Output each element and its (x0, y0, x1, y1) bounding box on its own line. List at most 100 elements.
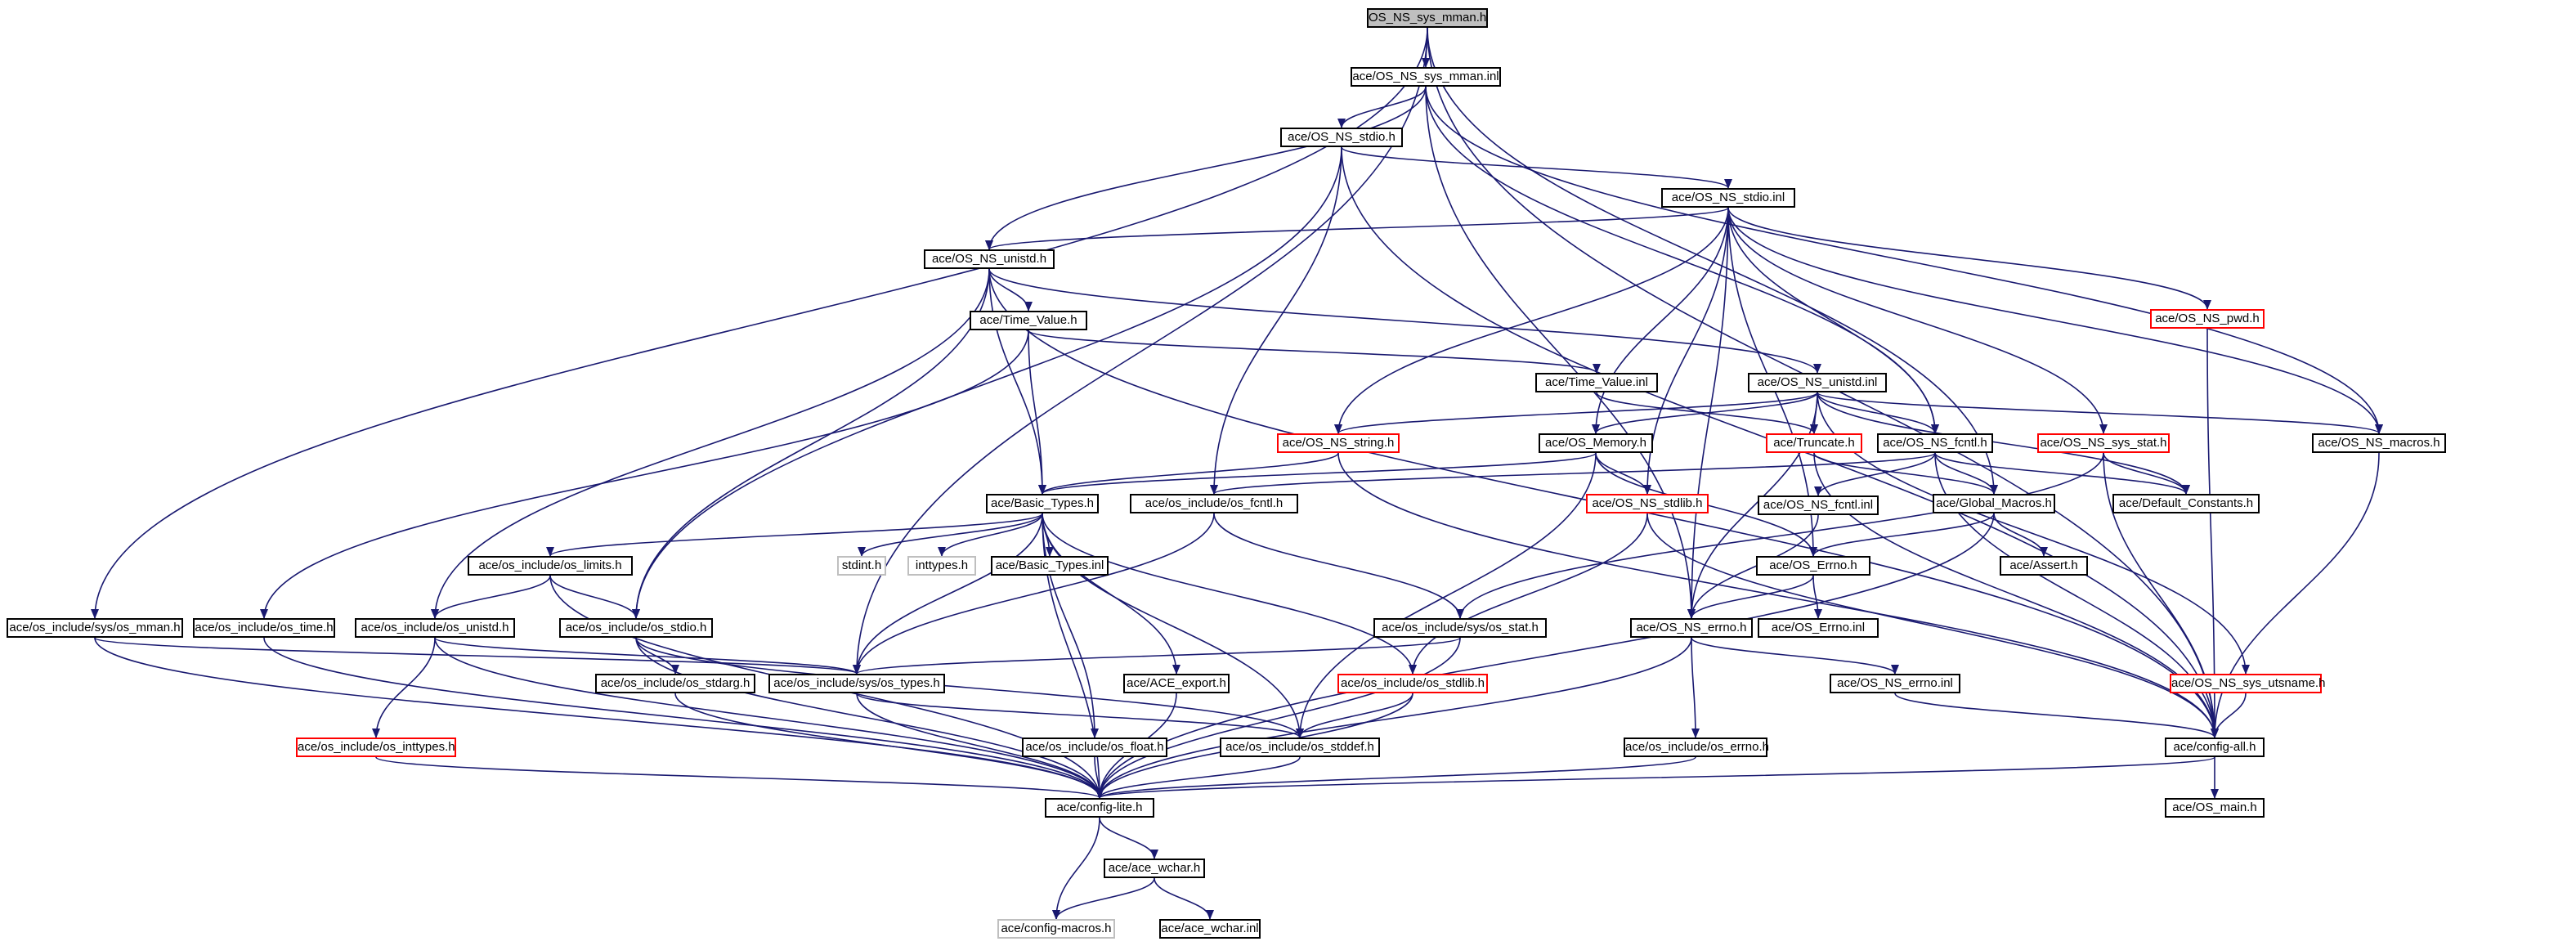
edge-unistd-inl-to-macros-h (1817, 392, 2383, 434)
edge-stdio-inl-to-fcntl-h (1727, 207, 1939, 434)
node-os-inttypes[interactable]: ace/os_include/os_inttypes.h (296, 738, 456, 757)
edge-stdlib-h-to-os-stdlib (1409, 513, 1648, 675)
node-os-float[interactable]: ace/os_include/os_float.h (1022, 738, 1167, 757)
edge-global-macros-to-errno-h (1809, 513, 1995, 557)
node-root[interactable]: OS_NS_sys_mman.h (1367, 8, 1488, 28)
node-fcntl-h[interactable]: ace/OS_NS_fcntl.h (1877, 433, 1993, 453)
node-ace-wchar-inl[interactable]: ace/ace_wchar.inl (1159, 919, 1261, 939)
edge-unistd-h-to-os-stdio (632, 268, 990, 619)
node-ns-errno-h[interactable]: ace/OS_NS_errno.h (1630, 618, 1753, 638)
node-mman-inl[interactable]: ace/OS_NS_sys_mman.inl (1351, 67, 1501, 87)
edge-fcntl-h-to-os-fcntl (1210, 452, 1936, 495)
node-config-macros[interactable]: ace/config-macros.h (997, 919, 1115, 939)
node-utsname-h[interactable]: ace/OS_NS_sys_utsname.h (2170, 674, 2325, 693)
edge-ace-wchar-h-to-ace-wchar-inl (1154, 877, 1214, 920)
node-sys-os-types[interactable]: ace/os_include/sys/os_types.h (768, 674, 945, 693)
edge-sys-os-types-to-os-stddef (856, 693, 1304, 738)
edge-errno-h-to-ns-errno-h (1687, 575, 1814, 619)
edge-os-unistd-to-config-lite (434, 637, 1104, 799)
edge-basic-types-h-to-inttypes (938, 513, 1043, 557)
edge-time-value-h-to-basic-types-h (1028, 330, 1046, 495)
node-fcntl-inl[interactable]: ace/OS_NS_fcntl.inl (1758, 495, 1879, 515)
edge-stdio-h-to-os-fcntl (1210, 146, 1342, 495)
node-stdio-h[interactable]: ace/OS_NS_stdio.h (1280, 128, 1403, 147)
edge-stdio-inl-to-pwd-h (1727, 207, 2211, 310)
node-time-value-h[interactable]: ace/Time_Value.h (970, 311, 1087, 330)
edge-config-lite-to-ace-wchar-h (1099, 817, 1158, 859)
node-unistd-inl[interactable]: ace/OS_NS_unistd.inl (1748, 373, 1887, 392)
edge-mman-inl-to-unistd-h (985, 86, 1427, 250)
edge-stdio-inl-to-sys-stat-h (1727, 207, 2108, 434)
edge-unistd-h-to-unistd-inl (988, 268, 1821, 374)
edge-sys-stat-h-to-sys-os-stat (1456, 452, 2104, 619)
edge-os-time-to-config-lite (263, 637, 1104, 799)
edge-memory-h-to-stdlib-h (1595, 452, 1651, 495)
node-os-unistd[interactable]: ace/os_include/os_unistd.h (355, 618, 515, 638)
node-basic-types-h[interactable]: ace/Basic_Types.h (986, 494, 1099, 513)
node-os-fcntl[interactable]: ace/os_include/os_fcntl.h (1130, 494, 1298, 513)
node-basic-types-inl[interactable]: ace/Basic_Types.inl (991, 556, 1109, 576)
node-ns-errno-inl[interactable]: ace/OS_NS_errno.inl (1830, 674, 1960, 693)
edge-stdio-inl-to-macros-h (1727, 207, 2383, 434)
node-sys-os-stat[interactable]: ace/os_include/sys/os_stat.h (1373, 618, 1547, 638)
edge-stdio-h-to-os-stdio (632, 146, 1342, 619)
node-os-stdio[interactable]: ace/os_include/os_stdio.h (559, 618, 713, 638)
node-macros-h[interactable]: ace/OS_NS_macros.h (2312, 433, 2446, 453)
node-os-stdlib[interactable]: ace/os_include/os_stdlib.h (1337, 674, 1488, 693)
node-os-time[interactable]: ace/os_include/os_time.h (193, 618, 335, 638)
edge-os-stddef-to-config-lite (1095, 756, 1301, 799)
edge-unistd-h-to-basic-types-h (988, 268, 1046, 495)
edge-unistd-inl-to-fcntl-h (1817, 392, 1939, 434)
node-memory-h[interactable]: ace/OS_Memory.h (1539, 433, 1653, 453)
node-default-constants[interactable]: ace/Default_Constants.h (2112, 494, 2260, 513)
edge-sys-os-mman-to-sys-os-types (94, 637, 861, 675)
edge-ns-errno-h-to-config-lite (1095, 637, 1692, 799)
node-sys-stat-h[interactable]: ace/OS_NS_sys_stat.h (2037, 433, 2170, 453)
node-stdio-inl[interactable]: ace/OS_NS_stdio.inl (1661, 188, 1795, 208)
edge-unistd-inl-to-default-constants (1817, 392, 2190, 495)
edge-time-value-h-to-time-value-inl (1028, 330, 1601, 374)
edge-fcntl-h-to-global-macros (1934, 452, 1998, 495)
edge-ns-errno-inl-to-config-all (1894, 693, 2219, 738)
edge-os-fcntl-to-sys-os-types (853, 513, 1215, 675)
node-config-lite[interactable]: ace/config-lite.h (1045, 798, 1154, 818)
node-os-stddef[interactable]: ace/os_include/os_stddef.h (1220, 738, 1380, 757)
edge-unistd-inl-to-string-h (1334, 392, 1818, 434)
node-stdlib-h[interactable]: ace/OS_NS_stdlib.h (1586, 494, 1709, 513)
node-truncate-h[interactable]: ace/Truncate.h (1766, 433, 1862, 453)
node-ace-export[interactable]: ace/ACE_export.h (1123, 674, 1230, 693)
node-os-main[interactable]: ace/OS_main.h (2165, 798, 2265, 818)
edge-string-h-to-basic-types-h (1038, 452, 1339, 495)
edge-unistd-inl-to-memory-h (1592, 392, 1818, 434)
node-string-h[interactable]: ace/OS_NS_string.h (1277, 433, 1400, 453)
node-os-limits[interactable]: ace/os_include/os_limits.h (468, 556, 633, 576)
edge-stdio-h-to-stdio-inl (1341, 146, 1732, 189)
edge-os-stdarg-to-config-lite (674, 693, 1104, 799)
edge-truncate-h-to-global-macros (1813, 452, 1998, 495)
node-global-macros[interactable]: ace/Global_Macros.h (1933, 494, 2055, 513)
node-assert-h[interactable]: ace/Assert.h (2000, 556, 2088, 576)
edge-os-inttypes-to-config-lite (375, 756, 1104, 799)
node-config-all[interactable]: ace/config-all.h (2165, 738, 2265, 757)
edge-os-stdlib-to-os-stddef (1296, 693, 1413, 738)
node-pwd-h[interactable]: ace/OS_NS_pwd.h (2150, 309, 2265, 329)
node-errno-inl[interactable]: ace/OS_Errno.inl (1758, 618, 1879, 638)
node-errno-h[interactable]: ace/OS_Errno.h (1756, 556, 1870, 576)
edge-stdio-inl-to-memory-h (1592, 207, 1729, 434)
edge-os-unistd-to-os-inttypes (372, 637, 436, 738)
edge-config-lite-to-config-macros (1052, 817, 1100, 920)
node-stdint[interactable]: stdint.h (837, 556, 886, 576)
edge-stdio-inl-to-string-h (1334, 207, 1729, 434)
edge-os-fcntl-to-sys-os-stat (1213, 513, 1464, 619)
node-time-value-inl[interactable]: ace/Time_Value.inl (1535, 373, 1658, 392)
node-os-errno[interactable]: ace/os_include/os_errno.h (1624, 738, 1769, 757)
node-os-stdarg[interactable]: ace/os_include/os_stdarg.h (595, 674, 755, 693)
edge-basic-types-h-to-stdint (858, 513, 1043, 557)
node-ace-wchar-h[interactable]: ace/ace_wchar.h (1104, 859, 1205, 878)
edge-mman-inl-to-stdio-h (1337, 86, 1427, 128)
edge-config-all-to-config-lite (1095, 756, 2215, 799)
edge-mman-inl-to-macros-h (1425, 86, 2383, 434)
node-unistd-h[interactable]: ace/OS_NS_unistd.h (924, 249, 1055, 269)
node-inttypes[interactable]: inttypes.h (907, 556, 976, 576)
node-sys-os-mman[interactable]: ace/os_include/sys/os_mman.h (7, 618, 183, 638)
